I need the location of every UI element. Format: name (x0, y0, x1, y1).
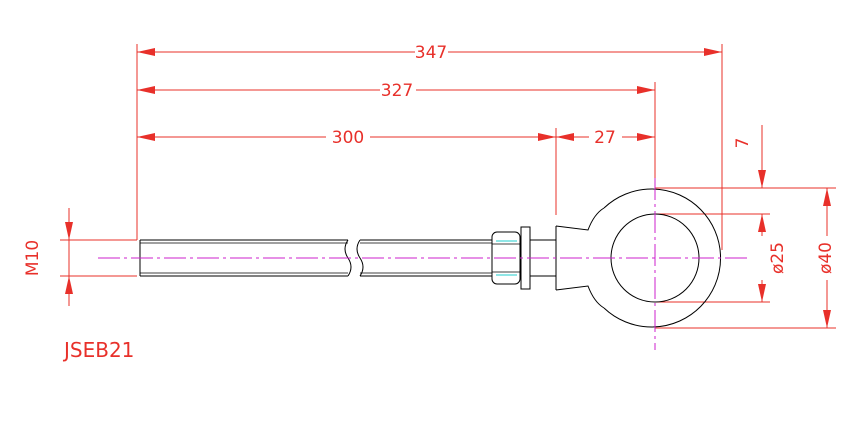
extension-lines (60, 44, 836, 329)
dimension-overall-label: 347 (415, 43, 447, 63)
dimension-eye-offset-label: 7 (733, 138, 753, 149)
dimension-outer-diameter: ø40 (816, 188, 836, 328)
dimension-neck-length-label: 27 (594, 128, 616, 148)
dimension-overall: 347 (137, 43, 722, 63)
shank-right (356, 239, 492, 277)
dimension-thread: M10 (23, 208, 73, 306)
dimension-thread-length-label: 300 (332, 128, 364, 148)
centerlines (98, 178, 748, 350)
dimension-neck-length: 27 (556, 128, 655, 148)
dimension-thread-length: 300 (137, 128, 556, 148)
dimension-inner-diameter: ø25 (758, 214, 788, 302)
dimension-outer-diameter-label: ø40 (816, 242, 836, 274)
dimension-thread-label: M10 (23, 240, 43, 276)
part-code: JSEB21 (62, 338, 134, 362)
dimension-inner-diameter-label: ø25 (768, 242, 788, 274)
dimension-eye-offset: 7 (733, 125, 766, 236)
dimension-to-eye-center-label: 327 (381, 81, 413, 101)
dimension-to-eye-center: 327 (137, 81, 655, 101)
